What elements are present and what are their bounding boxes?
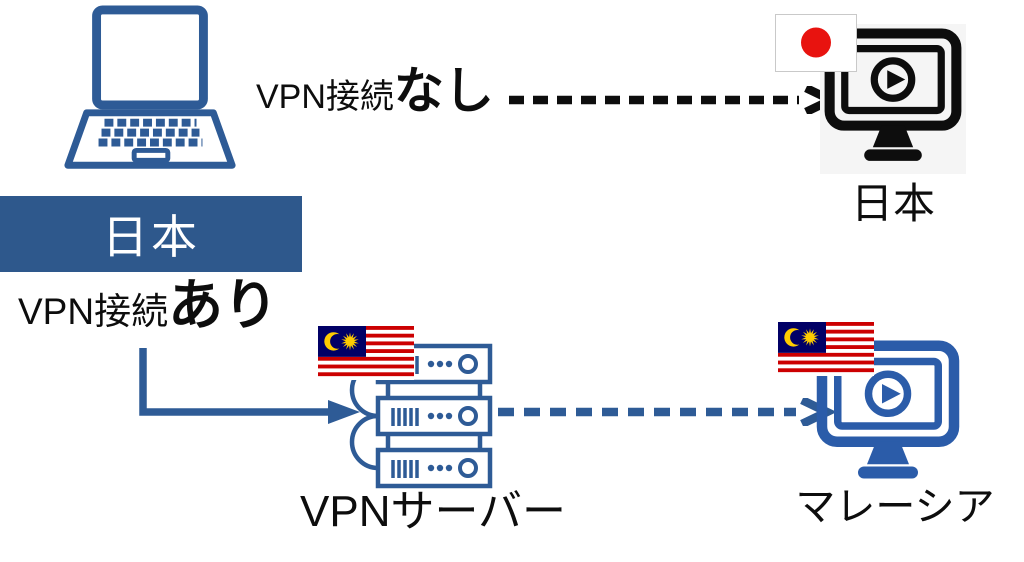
no-vpn-label-emphasis: なし [393,63,494,119]
japan-destination-label: 日本 [850,180,935,227]
streaming-monitor-icon [813,338,963,490]
no-vpn-label-prefix: VPN接続 [256,78,394,116]
blue-dashed-arrow [494,398,839,426]
malaysia-flag-icon [778,322,874,376]
client-country-label: 日本 [102,211,200,263]
malaysia-flag-icon [318,326,414,380]
server-rack-icon [344,340,494,492]
no-vpn-label: VPN接続なし [256,66,494,116]
blue-solid-elbow-arrow [134,346,366,426]
japan-flag-icon [775,14,857,72]
vpn-server-label: VPNサーバー [300,487,567,536]
laptop-icon [56,2,244,192]
malaysia-destination-label: マレーシア [795,485,995,529]
vpn-label-prefix: VPN接続 [18,291,169,332]
streaming-monitor-icon [821,26,965,172]
vpn-label-emphasis: あり [168,274,279,336]
black-dashed-arrow [505,86,840,114]
client-country-box: 日本 [0,196,302,272]
vpn-label: VPN接続あり [18,278,278,333]
